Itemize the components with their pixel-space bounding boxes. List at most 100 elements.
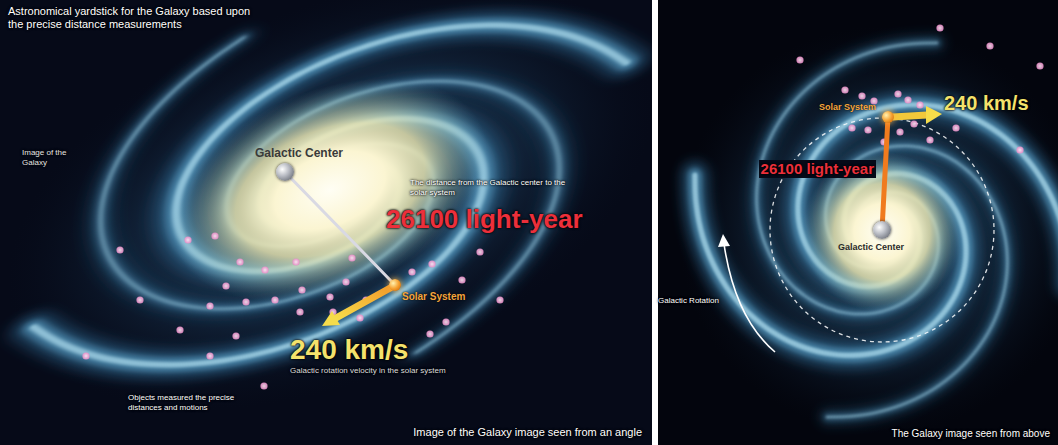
measured-object-dot [261,266,268,273]
objects-note-text: Objects measured the precise distances a… [128,393,243,412]
spiral-arm [775,70,1058,355]
velocity-value: 240 km/s [290,333,408,367]
measured-object-dot [841,86,848,93]
title-text: Astronomical yardstick for the Galaxy ba… [8,5,258,31]
spiral-arm [758,123,1043,445]
velocity-arrow-shaft [336,287,392,318]
measured-object-dot [326,293,333,300]
node-label: Solar System [402,291,465,303]
tilted-galaxy [0,0,652,445]
velocity-arrow [893,106,942,124]
rotation-arrow [718,234,775,352]
measured-object-dot [211,232,218,239]
measured-object-dot [986,42,993,49]
measured-object-dot [952,124,959,131]
distance-note: The distance from the Galactic center to… [410,178,580,197]
distance-line [882,123,887,221]
measured-object-dot [206,352,213,359]
velocity-arrow [322,287,392,326]
measured-object-dot [260,382,267,389]
galaxy-disk [658,0,1058,445]
velocity-note: Galactic rotation velocity in the solar … [290,366,446,376]
measured-object-dot [904,96,911,103]
distance-note-text: The distance from the Galactic center to… [410,178,580,197]
measured-object-dot [116,246,123,253]
measured-object-dot [222,282,229,289]
distance-value: 26100 light-year [759,160,876,178]
spiral-arm [775,70,1058,355]
distance-line [291,178,391,280]
measured-object-dot [428,260,435,267]
measured-object-dot [936,24,943,31]
measured-object-dot [298,286,305,293]
measured-object-dot [184,236,191,243]
galactic-center-sphere: Galactic Center [276,163,294,181]
measured-object-dot [348,254,355,261]
measured-object-dot [496,296,503,303]
measured-object-dot [864,126,871,133]
measured-object-dot [1016,146,1023,153]
measured-object-dot [408,268,415,275]
title: Astronomical yardstick for the Galaxy ba… [8,5,258,31]
solar-system-dot: Solar System [882,111,894,123]
spiral-arm [775,70,1058,355]
panel-caption: The Galaxy image seen from above [892,428,1050,440]
measured-object-dot [232,332,239,339]
measured-object-dot [1036,62,1043,69]
panel-note-text: Image of the Galaxy [22,148,77,167]
measured-object-dot [356,314,363,321]
velocity-note-text: Galactic rotation velocity in the solar … [290,366,446,376]
velocity-value-text: 240 km/s [290,333,408,367]
rotation-arrow-head [718,234,730,247]
velocity-arrow-shaft [893,115,927,117]
measured-object-dot [296,308,303,315]
measured-objects [82,24,1043,389]
measured-object-dot [136,296,143,303]
velocity-value-text: 240 km/s [944,91,1029,115]
solar-system-dot: Solar System [389,279,401,291]
galaxy-glow [658,0,1058,445]
node-label: Galactic Center [255,146,343,160]
objects-note: Objects measured the precise distances a… [128,393,243,412]
measured-object-dot [342,278,349,285]
measured-object-dot [236,258,243,265]
velocity-arrow-head [322,311,340,326]
measured-object-dot [458,276,465,283]
galactic-bulge [140,35,521,344]
measured-object-dot [292,258,299,265]
panel-caption: Image of the Galaxy image seen from an a… [413,426,642,439]
panel-caption-text: Image of the Galaxy image seen from an a… [413,426,642,439]
measured-object-dot [271,296,278,303]
rotation-label-text: Galactic Rotation [658,296,719,306]
rotation-label: Galactic Rotation [658,296,719,306]
galaxy-disk [0,0,652,445]
measured-object-dot [426,330,433,337]
spiral-arm [758,123,1043,445]
galactic-center-sphere: Galactic Center [873,221,891,239]
galaxy-glow [0,0,652,445]
measured-object-dot [206,302,213,309]
measured-object-dot [926,136,933,143]
measured-object-dot [82,352,89,359]
measured-object-dot [476,248,483,255]
velocity-arrow-head [926,106,942,124]
distance-value-text: 26100 light-year [386,204,583,235]
solar-orbit-circle [770,118,994,342]
measured-object-dot [896,128,903,135]
measured-object-dot [910,120,917,127]
measured-object-dot [894,90,901,97]
node-label: Solar System [819,102,876,113]
velocity-value: 240 km/s [944,91,1029,115]
measured-object-dot [796,56,803,63]
measured-object-dot [858,92,865,99]
measured-object-dot [242,298,249,305]
distance-value: 26100 light-year [386,204,583,235]
measured-object-dot [916,101,923,108]
rotation-arrow-curve [724,244,775,352]
top-view-galaxy [658,0,1058,445]
spiral-arm [658,106,989,391]
panel-note: Image of the Galaxy [22,148,77,167]
distance-value-text: 26100 light-year [759,160,876,178]
